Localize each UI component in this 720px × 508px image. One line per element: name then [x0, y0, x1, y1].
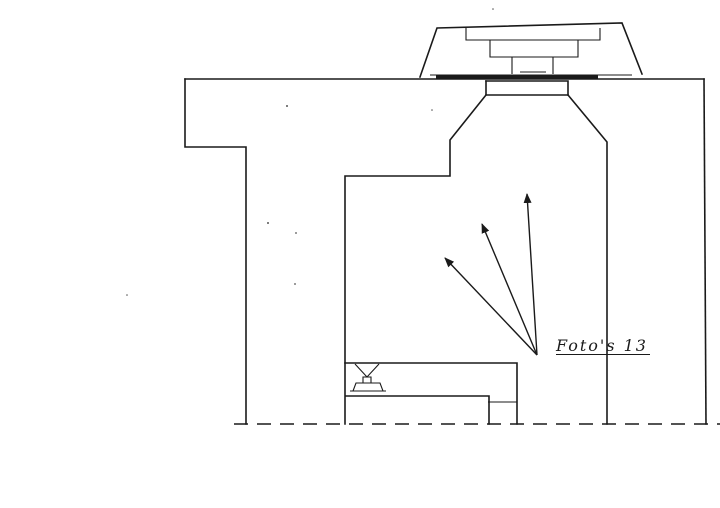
base-block — [345, 395, 490, 425]
viewpoint-arrow-left — [444, 257, 538, 356]
scan-specks — [126, 8, 494, 296]
lamp-fixture — [350, 363, 386, 392]
central-hall — [344, 80, 608, 425]
roof-line — [184, 74, 705, 80]
roof-lantern — [418, 22, 644, 79]
viewpoint-arrows — [444, 193, 538, 356]
photo-reference-label: Foto's 13 — [556, 336, 650, 355]
inner-floor — [344, 362, 518, 425]
right-wall — [703, 78, 707, 425]
left-wing — [184, 78, 247, 425]
viewpoint-arrow-right — [523, 193, 538, 356]
viewpoint-arrow-middle — [481, 223, 538, 356]
